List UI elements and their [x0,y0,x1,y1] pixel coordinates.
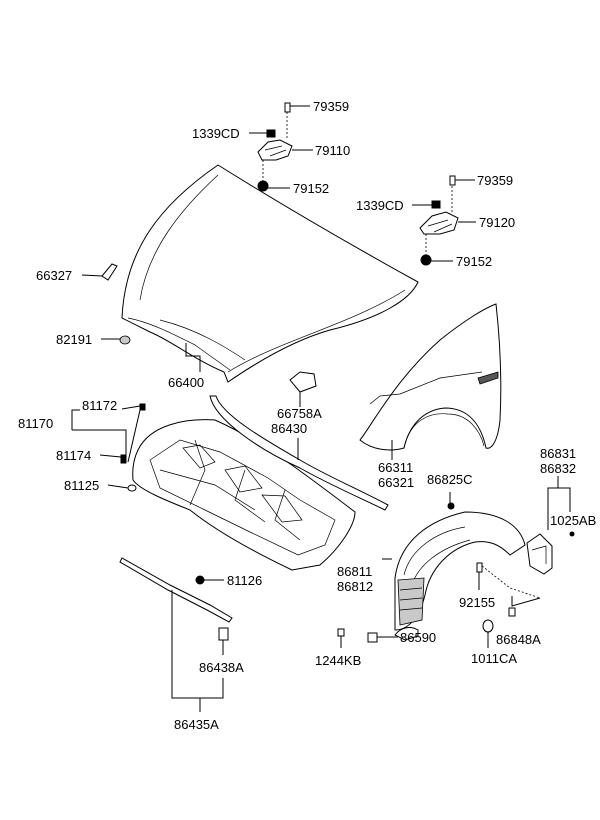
hood-insulator [132,419,356,571]
part-66327 [101,263,118,281]
part-81126 [195,575,205,585]
label-79120: 79120 [479,215,515,230]
label-86435A: 86435A [174,717,219,732]
part-86438A [218,627,229,641]
part-86848A [508,607,516,617]
label-81172: 81172 [82,398,117,413]
part-86435A-cable [119,557,233,623]
part-86590 [367,632,378,643]
label-86430: 86430 [271,421,307,436]
label-1011CA: 1011CA [471,651,517,666]
label-86811: 86811 [337,564,372,579]
label-79359-a: 79359 [313,99,349,114]
label-1339CD-b: 1339CD [356,198,404,213]
wheel-house-liner [394,511,526,641]
label-66311: 66311 [378,460,413,475]
label-79359-b: 79359 [477,173,513,188]
label-86848A: 86848A [496,632,541,647]
part-1011CA [482,619,494,633]
label-79110: 79110 [315,143,350,158]
label-1339CD-a: 1339CD [192,126,240,141]
front-fender [359,303,502,451]
part-86831-mudguard [526,533,553,575]
label-86590: 86590 [400,630,436,645]
label-1025AB: 1025AB [550,513,596,528]
label-79152-a: 79152 [293,181,329,196]
label-66758A: 66758A [277,406,322,421]
hood-hinge-right [412,175,476,266]
label-86831: 86831 [540,446,576,461]
part-82191 [119,335,131,345]
label-81126: 81126 [227,573,262,588]
label-66400: 66400 [168,375,204,390]
label-81174: 81174 [56,448,91,463]
part-1244KB [337,628,345,637]
label-86438A: 86438A [199,660,244,675]
label-92155: 92155 [459,595,495,610]
label-82191: 82191 [56,332,92,347]
label-66321: 66321 [378,475,414,490]
part-66758A [289,371,317,393]
label-79152-b: 79152 [456,254,492,269]
part-81170-rod [127,409,141,463]
label-81125: 81125 [64,478,99,493]
label-86825C: 86825C [427,472,473,487]
hood-panel [121,164,419,383]
part-81125-clip [127,484,137,492]
label-81170: 81170 [18,416,53,431]
label-66327: 66327 [36,268,72,283]
label-86832: 86832 [540,461,576,476]
hood-hinge-left [249,102,313,192]
label-86812: 86812 [337,579,373,594]
part-86430 [209,395,389,511]
label-1244KB: 1244KB [315,653,361,668]
